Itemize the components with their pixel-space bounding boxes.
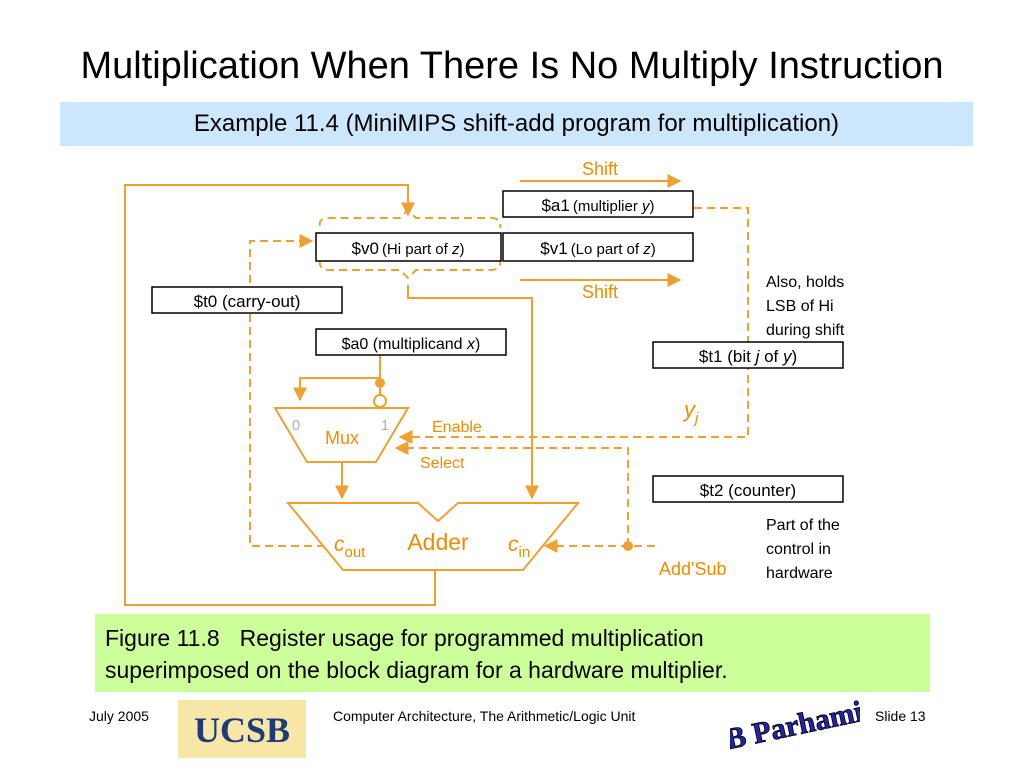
reg-a0-text: $a0 (multiplicand x) xyxy=(342,336,481,353)
orange-labels: Shift Shift Mux Enable Select Adder Add'… xyxy=(325,159,727,579)
multiplier-block-diagram: Shift Shift Mux Enable Select Adder Add'… xyxy=(124,159,849,606)
adder-label: Adder xyxy=(407,529,469,555)
select-label: Select xyxy=(420,455,465,472)
shift-top-label: Shift xyxy=(582,159,618,179)
mux-block xyxy=(273,407,410,463)
reg-v0-box xyxy=(315,232,502,262)
reg-t2-text: $t2 (counter) xyxy=(700,481,796,500)
reg-t1-box xyxy=(652,341,844,369)
mux-input-labels: 0 1 xyxy=(292,417,389,434)
mux-input-0: 0 xyxy=(292,417,300,434)
zero-input-circle xyxy=(373,394,387,408)
ucsb-logo: UCSB xyxy=(178,700,306,758)
subtitle-banner: Example 11.4 (MiniMIPS shift-add program… xyxy=(60,102,973,146)
caption-line-2: superimposed on the block diagram for a … xyxy=(105,657,728,683)
reg-v0-text: $v0(Hi part of z) xyxy=(352,239,465,258)
reg-a1-text: $a1(multiplier y) xyxy=(541,196,654,215)
wire-select xyxy=(394,441,629,546)
note-part-of-control: Part of the control in hardware xyxy=(766,517,844,582)
figure-label: Figure 11.8 xyxy=(105,625,220,651)
shift-bottom-label: Shift xyxy=(582,282,618,302)
reg-t2-box xyxy=(652,475,844,503)
dashed-wires xyxy=(249,207,749,553)
reg-a1-box xyxy=(502,190,694,218)
wire-lsb-hold xyxy=(398,207,749,444)
cin-label: cin xyxy=(508,533,530,561)
reg-t1-text: $t1 (bit j of y) xyxy=(699,347,797,366)
reg-a0-box xyxy=(315,328,507,356)
author-logo: B Parhami xyxy=(730,695,860,757)
register-texts: $a1(multiplier y) $v0(Hi part of z) $v1(… xyxy=(194,196,798,500)
yj-label: yj xyxy=(682,397,699,427)
slide-title: Multiplication When There Is No Multiply… xyxy=(80,45,944,87)
junction-a0 xyxy=(375,378,385,388)
mux-label: Mux xyxy=(325,428,359,448)
svg-text:B Parhami: B Parhami xyxy=(730,695,860,756)
wire-hi-to-adder xyxy=(407,285,539,500)
register-boxes xyxy=(151,190,844,503)
side-notes: Also, holds LSB of Hi during shift Part … xyxy=(766,274,849,582)
note-also-holds: Also, holds LSB of Hi during shift xyxy=(766,274,849,339)
enable-label: Enable xyxy=(432,419,482,436)
reg-v1-text: $v1(Lo part of z) xyxy=(540,239,655,258)
wire-feedback-loop xyxy=(124,184,436,606)
junction-addsub xyxy=(623,541,633,551)
svg-text:UCSB: UCSB xyxy=(194,710,290,750)
mux-input-1: 1 xyxy=(381,417,389,434)
wire-cout-loop xyxy=(249,234,338,547)
adder-block xyxy=(285,502,581,571)
reg-t0-text: $t0 (carry-out) xyxy=(194,292,301,311)
footer-course-title: Computer Architecture, The Arithmetic/Lo… xyxy=(333,708,636,724)
reg-t0-box xyxy=(151,286,343,314)
reg-v1-box xyxy=(502,232,694,262)
wire-mux-in0 xyxy=(293,377,380,402)
footer-slide-number: Slide 13 xyxy=(875,708,926,724)
cout-label: cout xyxy=(334,533,366,561)
footer-date: July 2005 xyxy=(89,708,149,724)
addsub-label: Add'Sub xyxy=(659,559,727,579)
register-pair-bracket xyxy=(318,208,502,280)
